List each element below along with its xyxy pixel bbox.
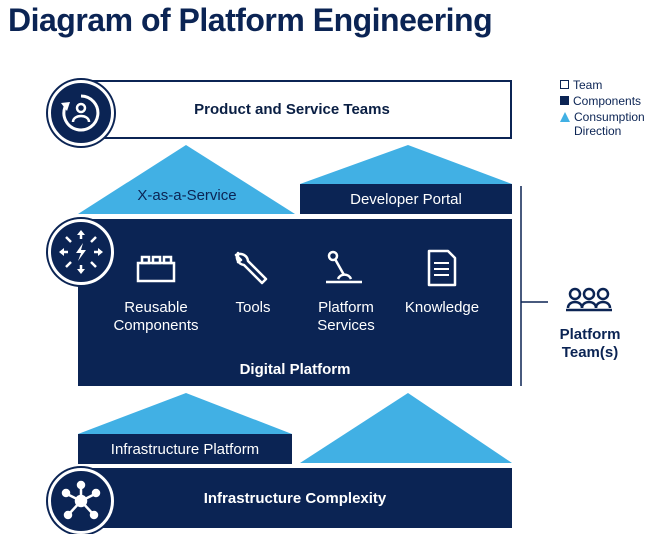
developer-portal-box: Developer Portal: [300, 184, 512, 214]
platform-hub-icon: [48, 219, 114, 285]
component-reusable: Reusable Components: [96, 299, 216, 335]
product-teams-box: Product and Service Teams: [78, 80, 512, 139]
legend-team: Team: [560, 78, 645, 92]
dev-portal-triangle: [300, 145, 512, 184]
network-nodes-icon: [48, 468, 114, 534]
lego-brick-icon: [136, 255, 176, 283]
developer-portal-label: Developer Portal: [350, 190, 462, 208]
legend-components: Components: [560, 94, 645, 108]
platform-teams-line2: Team(s): [561, 344, 619, 361]
infrastructure-platform-label: Infrastructure Platform: [110, 440, 260, 458]
legend: Team Components Consumption Direction: [560, 78, 645, 138]
component-platform-services-line1: Platform: [318, 299, 374, 316]
infrastructure-complexity-box: Infrastructure Complexity: [78, 468, 512, 528]
component-platform-services: Platform Services: [300, 299, 392, 335]
component-reusable-line1: Reusable: [124, 299, 188, 316]
product-teams-label: Product and Service Teams: [194, 101, 390, 118]
infra-consumption-triangle: [300, 393, 512, 463]
team-cycle-icon: [48, 80, 114, 146]
page-title: Diagram of Platform Engineering: [8, 2, 493, 38]
xaas-label: X-as-a-Service: [137, 186, 237, 204]
component-knowledge: Knowledge: [394, 299, 490, 317]
infrastructure-platform-box: Infrastructure Platform: [78, 434, 292, 464]
legend-components-label: Components: [573, 94, 642, 108]
infrastructure-complexity-label: Infrastructure Complexity: [203, 489, 387, 507]
legend-team-swatch: [560, 80, 569, 89]
infra-platform-triangle: [78, 393, 292, 434]
platform-teams-line1: Platform: [559, 326, 621, 343]
component-tools-line1: Tools: [235, 299, 271, 316]
component-knowledge-line1: Knowledge: [404, 299, 480, 316]
digital-platform-label: Digital Platform: [239, 361, 351, 378]
component-platform-services-line2: Services: [317, 317, 375, 334]
component-tools: Tools: [208, 299, 298, 317]
legend-direction-label: Direction: [574, 124, 622, 138]
xaas-triangle: [78, 145, 295, 214]
legend-components-swatch: [560, 96, 569, 105]
digital-platform-box: Digital Platform Reusable Components Too…: [78, 219, 512, 386]
document-icon: [427, 249, 457, 287]
legend-consumption: Consumption Direction: [560, 110, 645, 138]
people-group-icon: [566, 287, 612, 312]
component-reusable-line2: Components: [113, 317, 199, 334]
joystick-icon: [326, 250, 362, 284]
legend-consumption-label: Consumption: [574, 110, 645, 124]
legend-triangle-icon: [560, 112, 570, 122]
wrench-icon: [234, 251, 268, 285]
platform-teams-label: Platform Team(s): [548, 326, 632, 362]
legend-team-label: Team: [573, 78, 603, 92]
